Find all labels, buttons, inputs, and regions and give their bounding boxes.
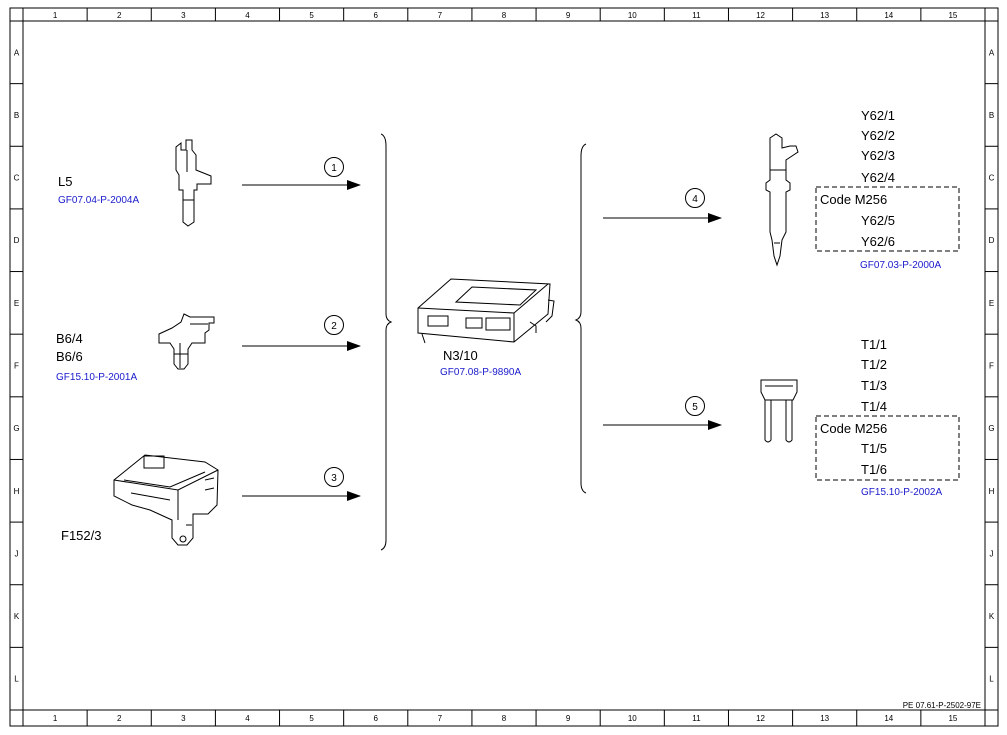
marker-4: 4 [692, 194, 698, 205]
column-number: 7 [438, 11, 443, 20]
column-number: 10 [628, 11, 637, 20]
column-number: 1 [53, 11, 58, 20]
column-number: 7 [438, 714, 443, 723]
column-number: 15 [948, 714, 957, 723]
column-number: 3 [181, 11, 186, 20]
column-number: 13 [820, 714, 829, 723]
column-number: 15 [948, 11, 957, 20]
marker-3: 3 [331, 473, 337, 484]
input-brace [380, 133, 393, 551]
marker-1: 1 [331, 163, 337, 174]
label-t1-3: T1/3 [861, 378, 887, 393]
signal-arrow-1: 1 [242, 157, 361, 190]
label-t1-4: T1/4 [861, 399, 887, 414]
ref-y62: GF07.03-P-2000A [860, 260, 941, 271]
column-number: 14 [884, 11, 893, 20]
row-letter: A [14, 48, 20, 57]
marker-5: 5 [692, 402, 698, 413]
crankshaft-sensor-icon [175, 139, 212, 227]
column-number: 8 [502, 11, 507, 20]
ref-n3-10: GF07.08-P-9890A [440, 367, 521, 378]
column-number: 9 [566, 714, 571, 723]
label-code-m256-injectors: Code M256 [820, 192, 887, 207]
label-l5: L5 [58, 174, 72, 189]
row-letter: L [14, 675, 19, 684]
column-number: 8 [502, 714, 507, 723]
column-number: 11 [692, 714, 701, 723]
label-b6-6: B6/6 [56, 349, 83, 364]
column-number: 6 [374, 11, 379, 20]
column-number: 2 [117, 714, 122, 723]
row-letter: H [14, 487, 20, 496]
camshaft-sensor-icon [158, 313, 215, 370]
row-letter: G [13, 424, 19, 433]
row-letter: C [989, 174, 995, 183]
row-letter: E [989, 299, 994, 308]
label-code-m256-glowplugs: Code M256 [820, 421, 887, 436]
row-letter: F [14, 362, 19, 371]
output-brace [574, 143, 587, 494]
label-y62-5: Y62/5 [861, 213, 895, 228]
label-y62-4: Y62/4 [861, 170, 895, 185]
column-number: 5 [309, 11, 314, 20]
row-letter: B [14, 111, 19, 120]
label-y62-1: Y62/1 [861, 108, 895, 123]
column-number: 4 [245, 11, 250, 20]
label-y62-3: Y62/3 [861, 148, 895, 163]
label-t1-1: T1/1 [861, 337, 887, 352]
column-number: 2 [117, 11, 122, 20]
label-n3-10: N3/10 [443, 348, 478, 363]
marker-2: 2 [331, 321, 337, 332]
row-letter: K [14, 612, 20, 621]
row-letter: K [989, 612, 995, 621]
label-t1-2: T1/2 [861, 357, 887, 372]
signal-arrow-2: 2 [242, 315, 361, 351]
row-letter: D [989, 236, 995, 245]
column-number: 1 [53, 714, 58, 723]
column-ruler: 1122334455667788991010111112121313141415… [22, 8, 986, 726]
ref-b6: GF15.10-P-2001A [56, 372, 137, 383]
row-letter: J [990, 549, 994, 558]
column-number: 14 [884, 714, 893, 723]
row-letter: A [989, 48, 995, 57]
column-number: 13 [820, 11, 829, 20]
row-letter: G [988, 424, 994, 433]
sheet-frame [9, 7, 999, 727]
label-y62-6: Y62/6 [861, 234, 895, 249]
label-t1-6: T1/6 [861, 462, 887, 477]
column-number: 12 [756, 714, 765, 723]
column-number: 10 [628, 714, 637, 723]
signal-arrow-4: 4 [603, 188, 722, 223]
column-number: 9 [566, 11, 571, 20]
column-number: 4 [245, 714, 250, 723]
glow-relay-icon [113, 454, 219, 546]
signal-arrow-3: 3 [242, 467, 361, 501]
row-letter: E [14, 299, 19, 308]
label-b6-4: B6/4 [56, 331, 83, 346]
label-y62-2: Y62/2 [861, 128, 895, 143]
ref-t1: GF15.10-P-2002A [861, 487, 942, 498]
row-letter: L [989, 675, 994, 684]
row-ruler: A A B B C C D D E E F F G G H H J J K K L L [10, 20, 998, 711]
label-f152-3: F152/3 [61, 528, 101, 543]
ref-l5: GF07.04-P-2004A [58, 195, 139, 206]
row-letter: D [14, 236, 20, 245]
control-unit-icon [417, 278, 555, 344]
row-letter: C [14, 174, 20, 183]
row-letter: F [989, 362, 994, 371]
row-letter: H [989, 487, 995, 496]
row-letter: B [989, 111, 994, 120]
row-letter: J [15, 549, 19, 558]
drawing-id: PE 07.61-P-2502-97E [903, 701, 981, 710]
column-number: 12 [756, 11, 765, 20]
signal-arrow-5: 5 [603, 396, 722, 430]
glow-plug-icon [760, 379, 798, 443]
column-number: 3 [181, 714, 186, 723]
injector-icon [765, 133, 799, 267]
column-number: 5 [309, 714, 314, 723]
column-number: 11 [692, 11, 701, 20]
column-number: 6 [374, 714, 379, 723]
label-t1-5: T1/5 [861, 441, 887, 456]
